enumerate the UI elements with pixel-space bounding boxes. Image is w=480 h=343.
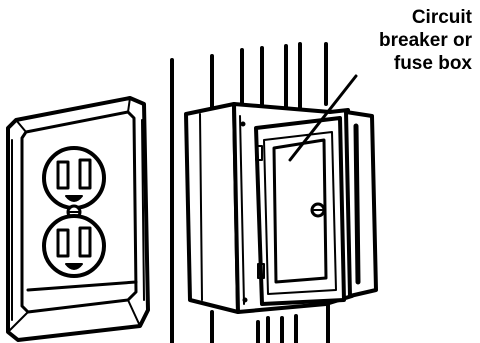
- label-line-1: Circuit: [411, 7, 472, 28]
- door-latch: [310, 202, 326, 218]
- lower-receptacle: [42, 214, 106, 278]
- upper-receptacle: [42, 146, 106, 210]
- breaker-box-label: Circuit breaker or fuse box: [302, 6, 472, 75]
- label-line-3: fuse box: [393, 53, 472, 74]
- wall-studs: [170, 42, 330, 343]
- label-line-2: breaker or: [379, 30, 472, 51]
- label-leader-line: [288, 74, 358, 162]
